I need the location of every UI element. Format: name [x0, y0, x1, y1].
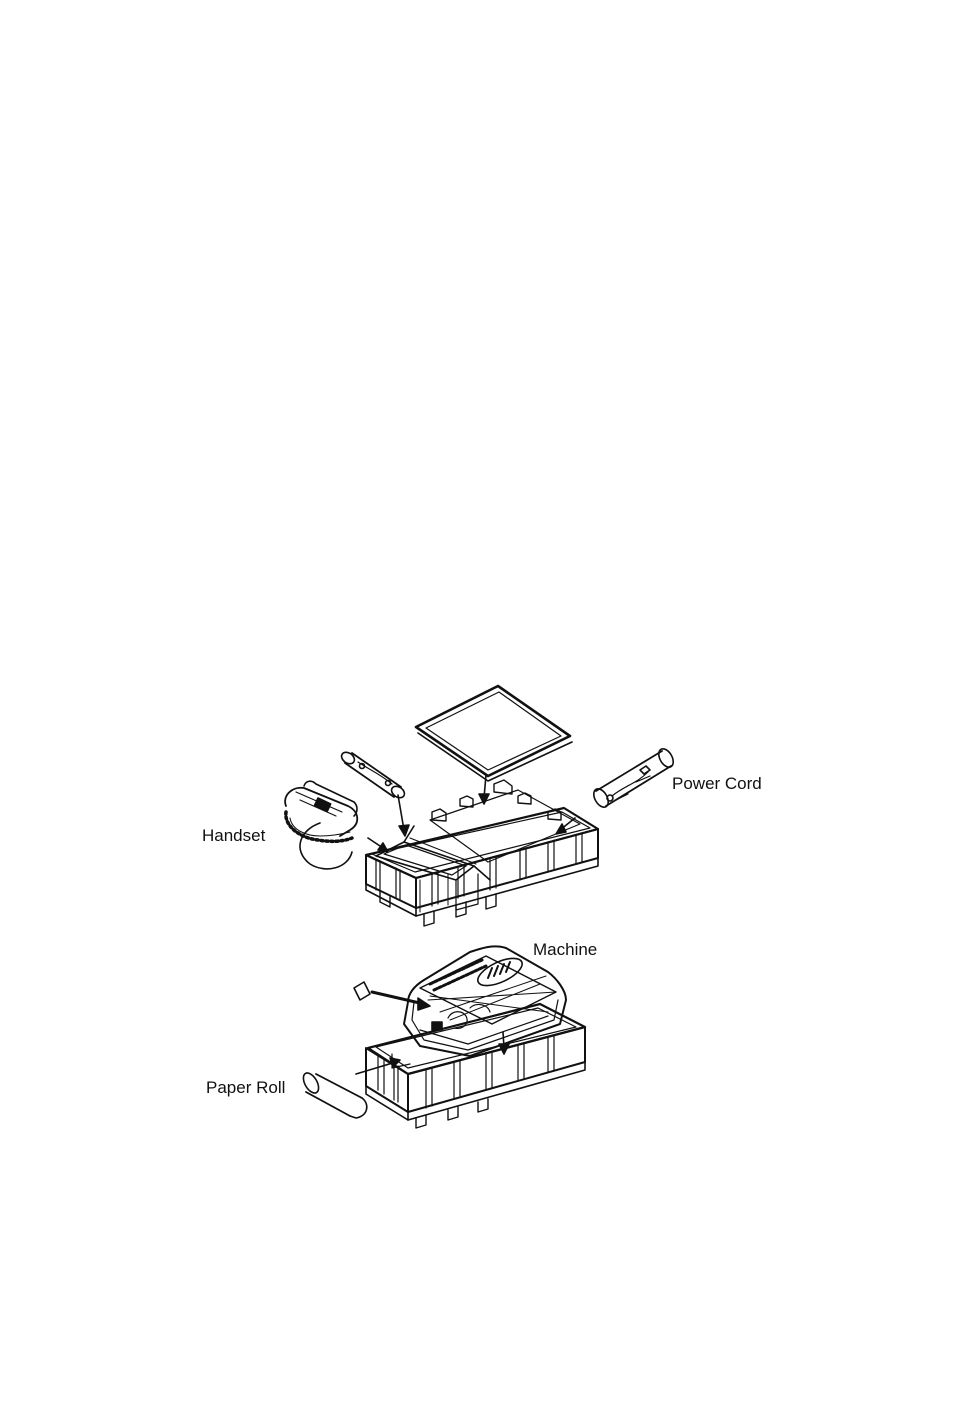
- cover-arrow: [479, 775, 489, 804]
- handset-label: Handset: [202, 826, 265, 846]
- machine-label: Machine: [533, 940, 597, 960]
- accessory-tube: [339, 750, 406, 800]
- upper-foam-tray: [366, 780, 598, 926]
- power-cord-tube: [591, 746, 676, 809]
- tube-arrow: [398, 795, 409, 836]
- paper-roll-label: Paper Roll: [206, 1078, 285, 1098]
- lower-foam-tray: [366, 1004, 585, 1128]
- top-cover-sheet: [416, 686, 572, 781]
- power-cord-label: Power Cord: [672, 774, 762, 794]
- card-arrow: [372, 992, 430, 1010]
- paper-roll: [300, 1070, 366, 1118]
- handset-package: [285, 781, 357, 869]
- small-card: [354, 982, 370, 1000]
